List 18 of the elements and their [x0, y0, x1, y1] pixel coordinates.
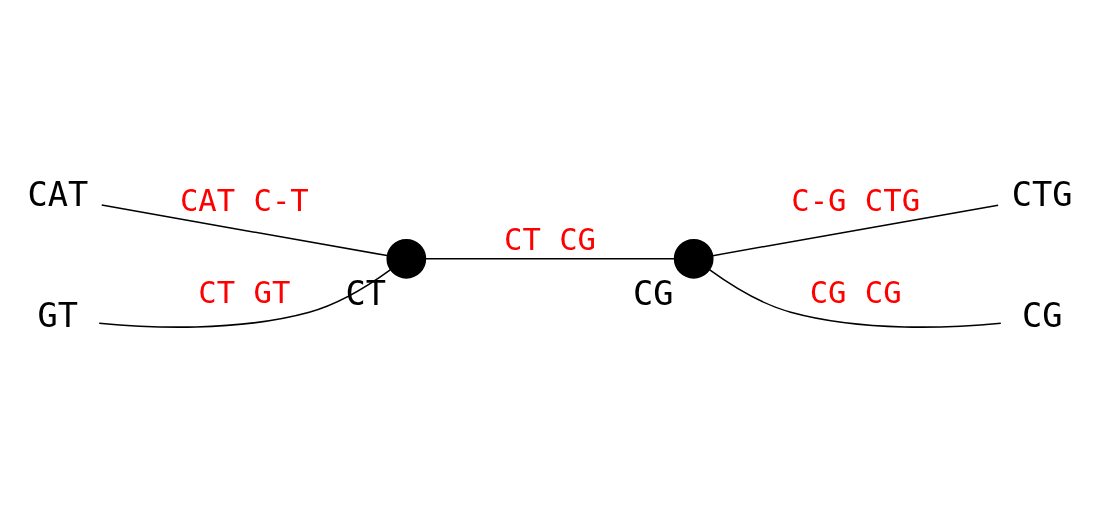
connector — [709, 268, 1002, 328]
connector — [98, 268, 391, 328]
node-text: GT — [37, 295, 79, 335]
node-label: CG — [632, 273, 674, 313]
node-label: CT — [345, 273, 387, 313]
connector — [424, 257, 676, 260]
node-text: CTG — [1011, 174, 1073, 214]
edge-label: CG CG — [809, 274, 902, 310]
edge-label: CT GT — [198, 274, 291, 310]
connector — [100, 203, 388, 256]
node-text: CAT — [27, 174, 89, 214]
node-circle — [673, 238, 714, 279]
node-text: CG — [1021, 295, 1063, 335]
edge-label: C-G CTG — [791, 182, 921, 218]
connector — [712, 203, 999, 256]
edge-label: CT CG — [504, 221, 596, 257]
node-circle — [386, 238, 427, 279]
edge-label: CAT C-T — [179, 182, 309, 218]
